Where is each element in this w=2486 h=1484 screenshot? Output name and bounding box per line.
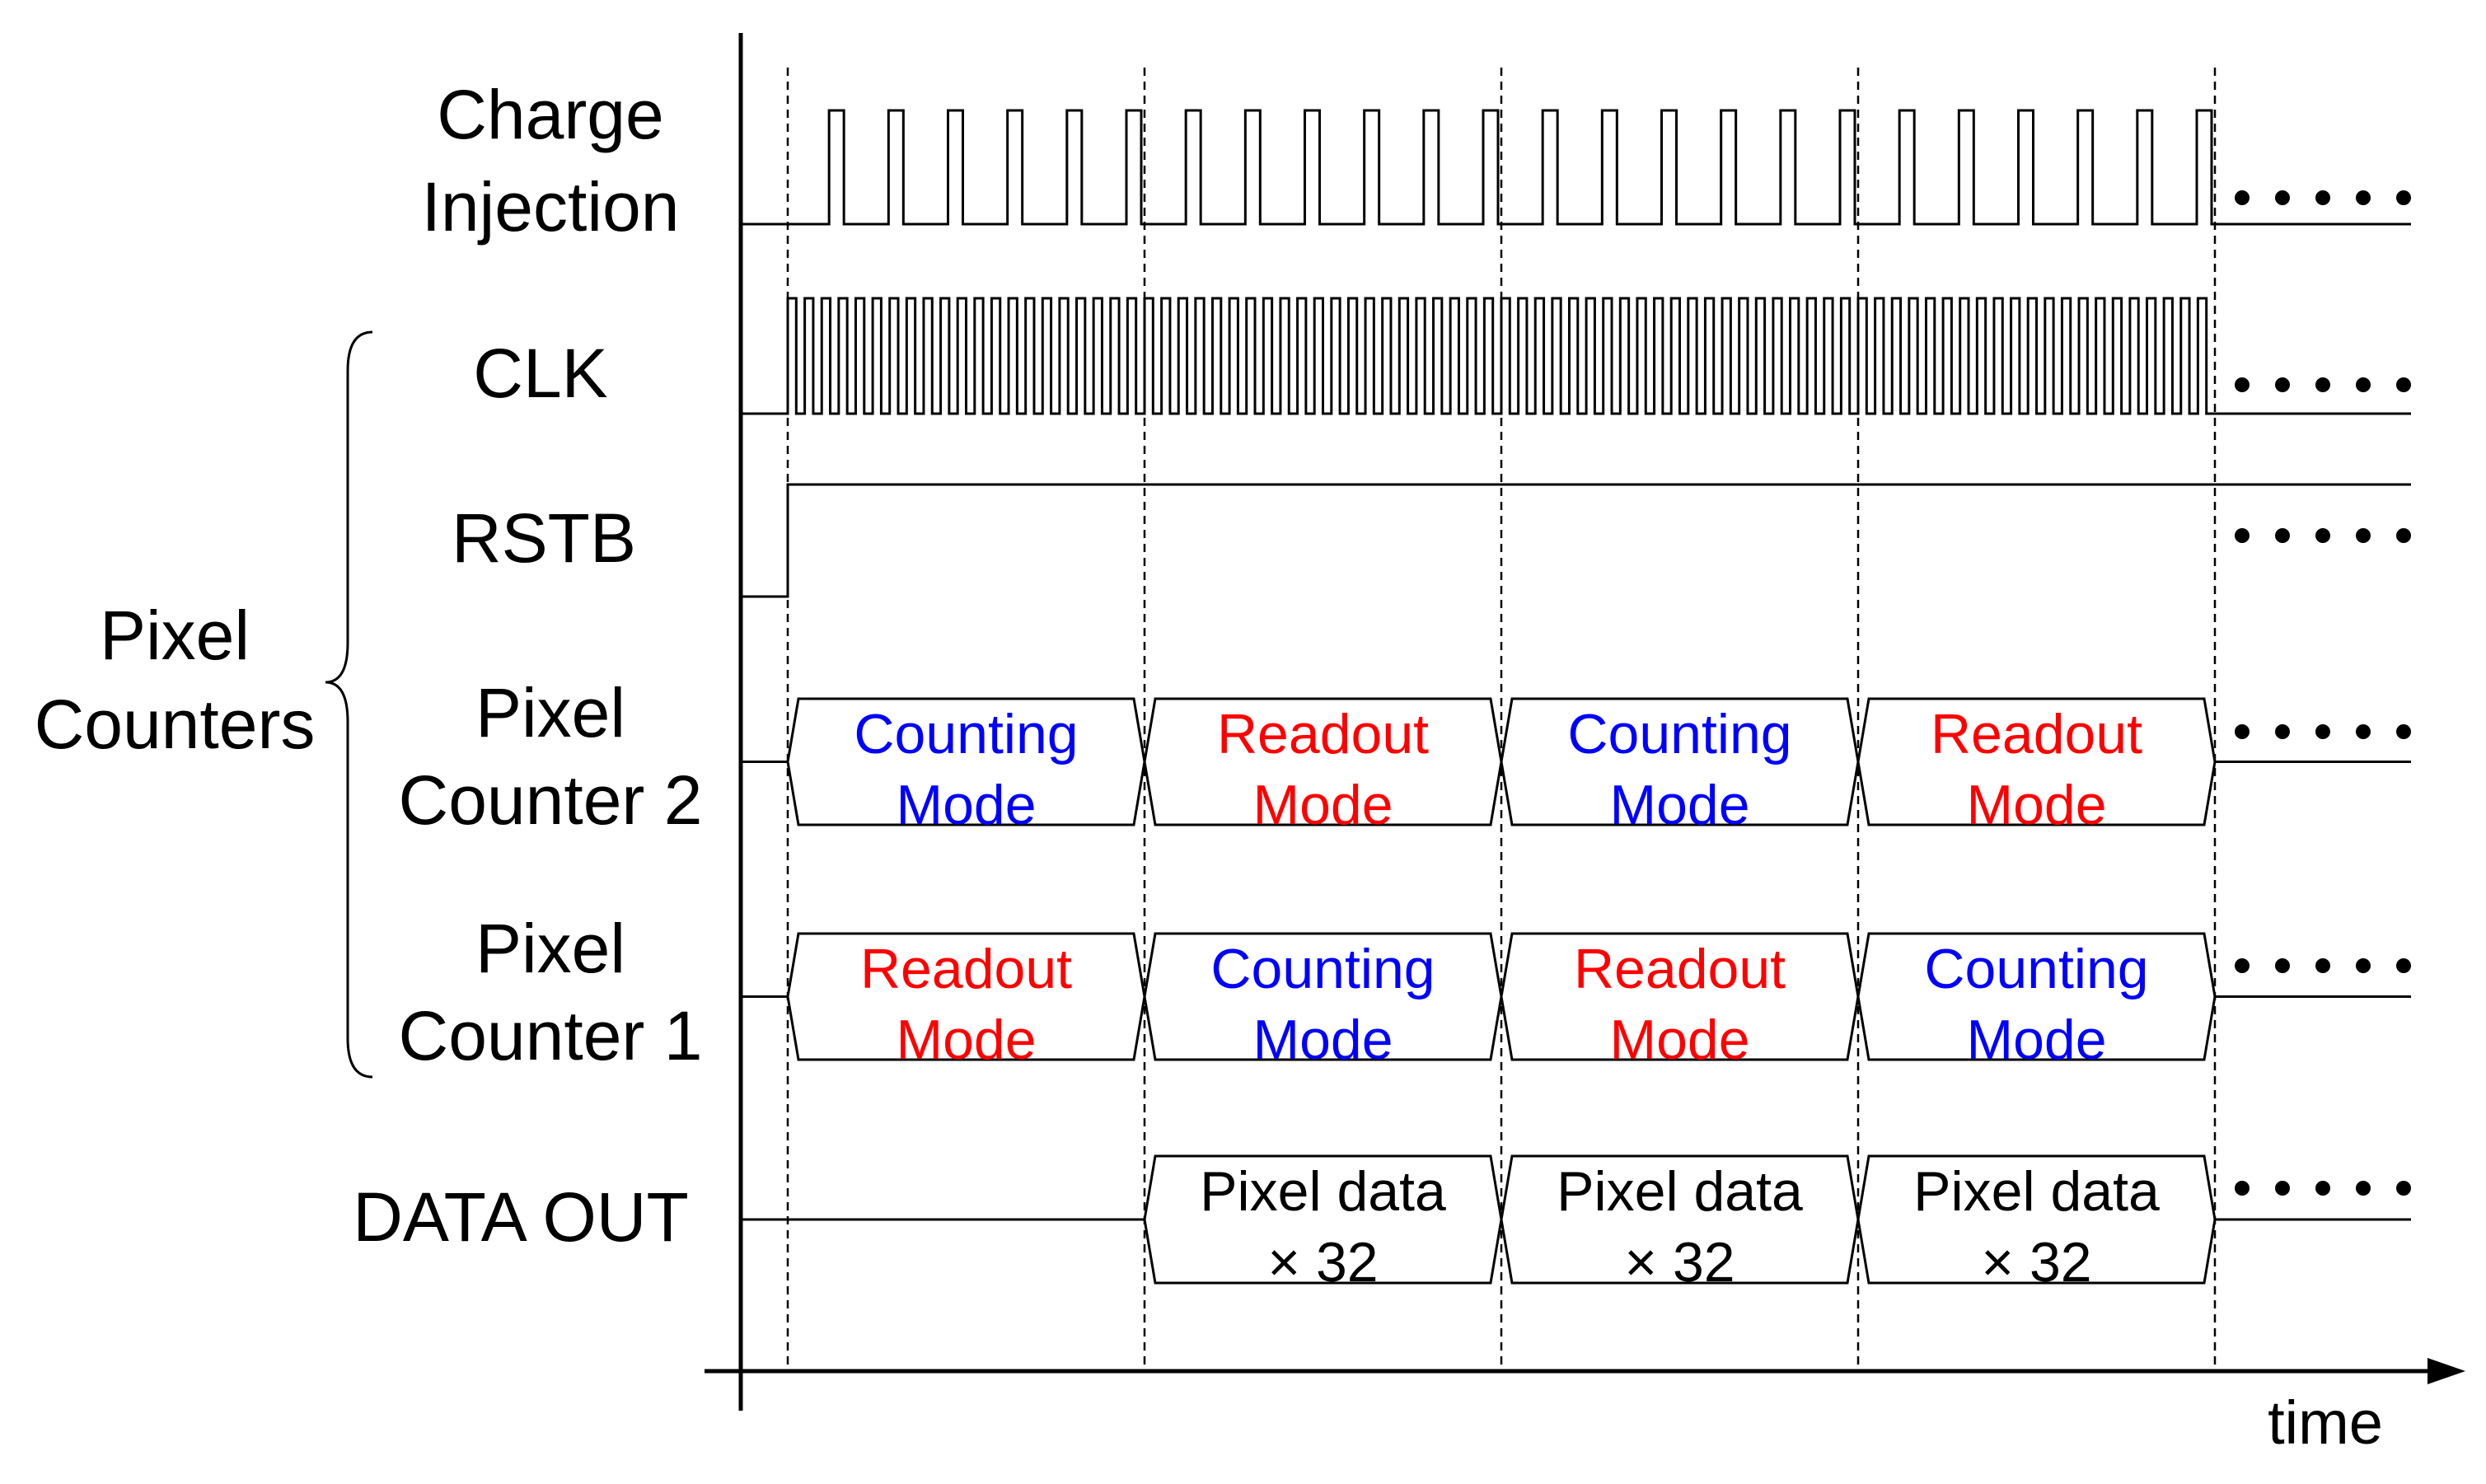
pixel-counter-1-continuation-dot: [2235, 958, 2250, 973]
clk-continuation-dot: [2235, 377, 2250, 392]
pixel-counter-1-continuation-dot: [2275, 958, 2290, 973]
pixel-counter-2-continuation-dot: [2396, 724, 2411, 739]
data-out-continuation-dot: [2396, 1181, 2411, 1196]
data-out-segment-1-text-2: × 32: [1267, 1231, 1378, 1294]
pixel-counter-1-segment-1-text-2: Mode: [896, 1009, 1036, 1071]
data-out-segment-1-text-1: Pixel data: [1200, 1160, 1446, 1223]
pixel-counter-2-continuation-dot: [2315, 724, 2330, 739]
pixel-counter-2-continuation-dot: [2235, 724, 2250, 739]
continuation-ellipses: [2235, 190, 2411, 1196]
pixel-counters-group-label-line1: Pixel: [100, 597, 250, 674]
data-out-segment-3-text-1: Pixel data: [1913, 1160, 2160, 1223]
pixel-counter-1-label-line2: Counter 1: [399, 997, 703, 1074]
pixel-counter-1-segment-4-text-2: Mode: [1966, 1009, 2106, 1071]
pixel-counter-1-segment-3-text-1: Readout: [1574, 938, 1786, 1000]
rstb-continuation-dot: [2275, 528, 2290, 543]
charge-injection-label-line2: Injection: [422, 168, 680, 246]
pixel-counter-1-continuation-dot: [2315, 958, 2330, 973]
charge-injection-continuation-dot: [2356, 190, 2371, 205]
rstb-waveform: [741, 483, 2411, 598]
data-out-bus: Pixel data × 32 Pixel data × 32 Pixel data × …: [741, 1154, 2411, 1294]
rstb-continuation-dot: [2356, 528, 2371, 543]
charge-injection-continuation-dot: [2235, 190, 2250, 205]
rstb-continuation-dot: [2235, 528, 2250, 543]
charge-injection-waveform: [741, 109, 2411, 226]
pixel-counter-2-segment-1-text-2: Mode: [896, 774, 1036, 836]
pixel-counter-1-continuation-dot: [2396, 958, 2411, 973]
time-axis-arrowhead: [2427, 1358, 2465, 1384]
pixel-counter-2-segment-4-text-2: Mode: [1966, 774, 2106, 836]
data-out-segment-2-text-1: Pixel data: [1557, 1160, 1803, 1223]
pixel-counter-2-continuation-dot: [2275, 724, 2290, 739]
data-out-continuation-dot: [2356, 1181, 2371, 1196]
data-out-segment-3-text-2: × 32: [1981, 1231, 2091, 1294]
pixel-counter-1-segment-2-text-2: Mode: [1252, 1009, 1393, 1071]
data-out-continuation-dot: [2235, 1181, 2250, 1196]
rstb-continuation-dot: [2315, 528, 2330, 543]
group-brace: [325, 330, 373, 1079]
pixel-counter-2-label-line1: Pixel: [475, 674, 625, 751]
rstb-continuation-dot: [2396, 528, 2411, 543]
clk-label: CLK: [473, 335, 607, 412]
pixel-counter-1-continuation-dot: [2356, 958, 2371, 973]
pixel-counters-group-label-line2: Counters: [35, 686, 316, 763]
pixel-counter-2-continuation-dot: [2356, 724, 2371, 739]
pixel-counter-2-segment-2-text-1: Readout: [1217, 703, 1429, 765]
clk-continuation-dot: [2315, 377, 2330, 392]
clk-continuation-dot: [2396, 377, 2411, 392]
charge-injection-label-line1: Charge: [437, 76, 664, 153]
charge-injection-continuation-dot: [2275, 190, 2290, 205]
pixel-counter-2-label-line2: Counter 2: [399, 761, 703, 839]
charge-injection-continuation-dot: [2315, 190, 2330, 205]
period-dividers: [786, 68, 2217, 1371]
pixel-counter-2-segment-1-text-1: Counting: [854, 703, 1078, 765]
data-out-continuation-dot: [2275, 1181, 2290, 1196]
pixel-counter-1-segment-3-text-2: Mode: [1609, 1009, 1749, 1071]
pixel-counter-2-segment-4-text-1: Readout: [1931, 703, 2142, 765]
data-out-continuation-dot: [2315, 1181, 2330, 1196]
pixel-counter-1-segment-2-text-1: Counting: [1210, 938, 1435, 1000]
pixel-counter-1-label-line1: Pixel: [475, 910, 625, 987]
rstb-label: RSTB: [452, 499, 636, 577]
pixel-counter-2-segment-3-text-2: Mode: [1609, 774, 1749, 836]
pixel-counter-2-segment-2-text-2: Mode: [1252, 774, 1393, 836]
pixel-counter-1-segment-4-text-1: Counting: [1924, 938, 2148, 1000]
clk-continuation-dot: [2275, 377, 2290, 392]
data-out-label: DATA OUT: [353, 1178, 689, 1256]
charge-injection-continuation-dot: [2396, 190, 2411, 205]
clk-continuation-dot: [2356, 377, 2371, 392]
pixel-counter-1-segment-1-text-1: Readout: [860, 938, 1072, 1000]
clk-waveform: [741, 297, 2411, 415]
pixel-counter-2-segment-3-text-1: Counting: [1567, 703, 1791, 765]
time-axis-label: time: [2268, 1388, 2383, 1457]
data-out-segment-2-text-2: × 32: [1624, 1231, 1735, 1294]
